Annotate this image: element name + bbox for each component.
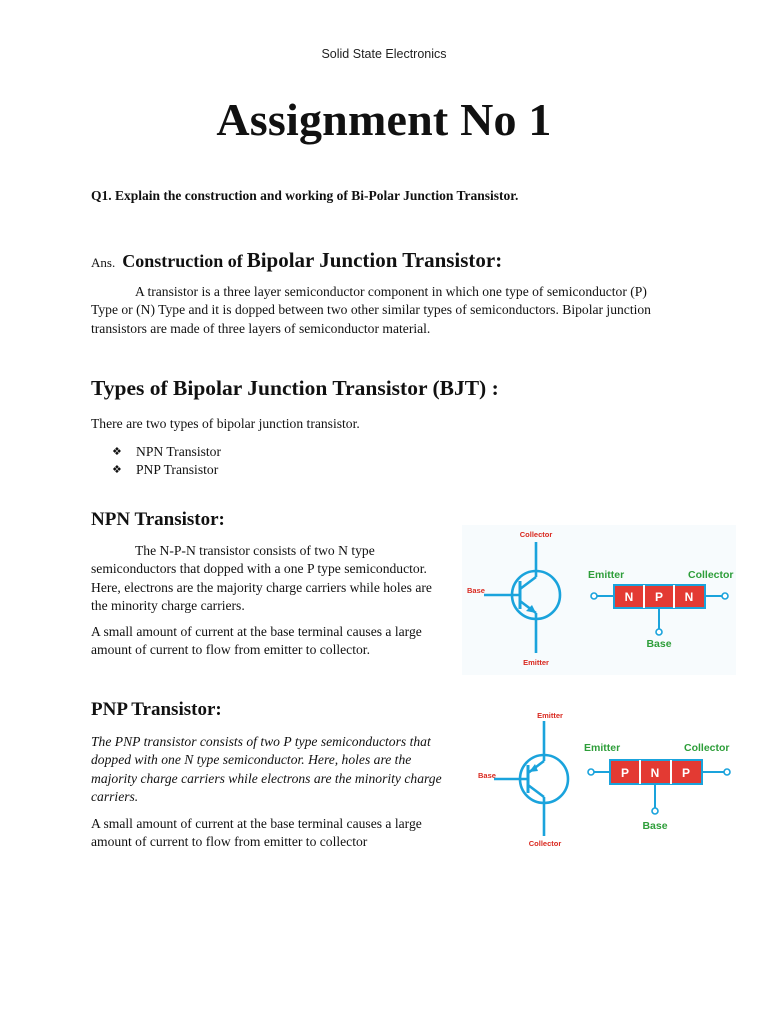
bullet-diamond-icon: ❖ xyxy=(112,445,122,458)
npn-symbol-label-left: Base xyxy=(467,586,485,595)
pnp-symbol-label-top: Emitter xyxy=(537,711,563,720)
types-intro: There are two types of bipolar junction … xyxy=(91,416,360,431)
pnp-layer-label: P xyxy=(621,766,629,780)
pnp-symbol-label-bottom: Collector xyxy=(529,839,562,848)
npn-layer-label: P xyxy=(655,590,663,604)
npn-paragraph-2: A small amount of current at the base te… xyxy=(91,624,422,658)
construction-paragraph-text: A transistor is a three layer semiconduc… xyxy=(91,284,651,336)
pnp-block-base-terminal xyxy=(651,807,659,815)
answer-heading-colon: : xyxy=(495,248,503,272)
question-text: Q1. Explain the construction and working… xyxy=(91,188,519,203)
construction-paragraph: A transistor is a three layer semiconduc… xyxy=(91,283,671,338)
pnp-layer-label: P xyxy=(682,766,690,780)
npn-block-base-terminal xyxy=(655,628,663,636)
answer-heading-part2: Bipolar Junction Transistor xyxy=(246,248,496,272)
npn-block-right-terminal xyxy=(721,592,729,600)
npn-paragraph-1-text: The N-P-N transistor consists of two N t… xyxy=(91,543,432,613)
pnp-emitter-arrow xyxy=(529,764,538,772)
npn-layer-label: N xyxy=(685,590,694,604)
pnp-block-label-bottom: Base xyxy=(642,820,667,832)
pnp-diagram: Emitter Base Collector Emitter Collector… xyxy=(478,711,731,848)
pnp-symbol-collector-diag xyxy=(527,783,545,799)
bullet-diamond-icon: ❖ xyxy=(112,463,122,476)
answer-label: Ans. xyxy=(91,255,116,270)
answer-heading-part1: Construction of xyxy=(122,251,243,271)
list-item-label: NPN Transistor xyxy=(136,444,221,459)
types-list: ❖ NPN Transistor ❖ PNP Transistor xyxy=(112,443,221,479)
list-item: ❖ PNP Transistor xyxy=(112,461,221,479)
npn-paragraph-1: The N-P-N transistor consists of two N t… xyxy=(91,542,451,615)
npn-symbol-collector-diag xyxy=(519,575,537,591)
npn-block-label-bottom: Base xyxy=(646,638,671,650)
pnp-layer-label: N xyxy=(651,766,660,780)
types-heading: Types of Bipolar Junction Transistor (BJ… xyxy=(91,376,499,400)
npn-block-label-right: Collector xyxy=(688,569,734,581)
npn-emitter-arrow xyxy=(526,605,536,613)
list-item: ❖ NPN Transistor xyxy=(112,443,221,461)
npn-block-left-terminal xyxy=(590,592,598,600)
answer-heading: Ans. Construction of Bipolar Junction Tr… xyxy=(91,248,502,273)
pnp-paragraph-2: A small amount of current at the base te… xyxy=(91,816,422,850)
page-title: Assignment No 1 xyxy=(216,94,552,145)
npn-heading: NPN Transistor: xyxy=(91,509,225,530)
pnp-symbol-label-left: Base xyxy=(478,771,496,780)
pnp-paragraph-1: The PNP transistor consists of two P typ… xyxy=(91,734,442,804)
pnp-block-label-left: Emitter xyxy=(584,742,620,754)
pnp-block-label-right: Collector xyxy=(684,742,730,754)
npn-block-label-left: Emitter xyxy=(588,569,624,581)
npn-layer-label: N xyxy=(625,590,634,604)
pnp-block-right-terminal xyxy=(723,768,731,776)
pnp-heading: PNP Transistor: xyxy=(91,699,222,720)
npn-symbol-label-bottom: Emitter xyxy=(523,658,549,667)
npn-symbol-label-top: Collector xyxy=(520,530,553,539)
pnp-block-left-terminal xyxy=(587,768,595,776)
list-item-label: PNP Transistor xyxy=(136,462,219,477)
npn-diagram: Collector Base Emitter Emitter Collector… xyxy=(462,525,736,675)
document-header: Solid State Electronics xyxy=(321,47,447,61)
pnp-layer-box xyxy=(609,759,703,785)
